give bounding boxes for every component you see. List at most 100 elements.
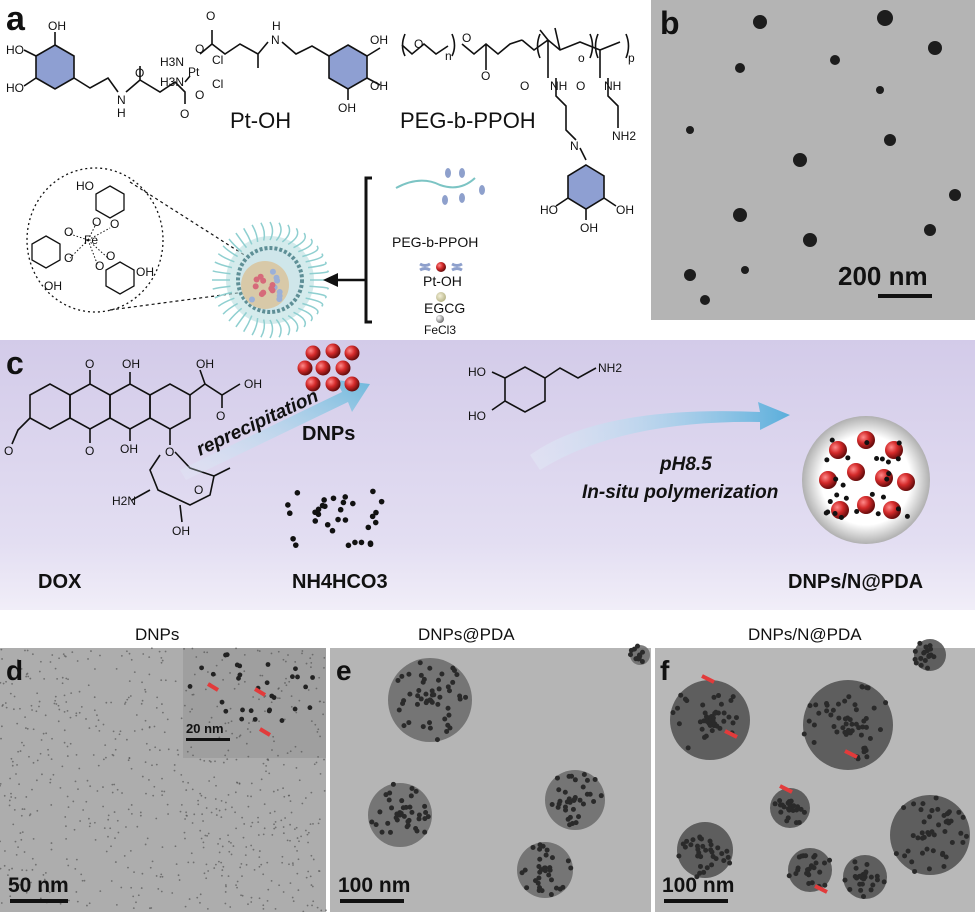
grain	[105, 701, 108, 704]
grain	[311, 653, 314, 656]
grain	[0, 737, 2, 740]
embedded-dnp	[716, 693, 722, 699]
grain	[20, 838, 23, 841]
grain	[160, 661, 163, 664]
grain	[277, 688, 280, 690]
grain	[291, 896, 294, 899]
grain	[281, 861, 284, 864]
grain	[161, 659, 164, 662]
grain	[221, 874, 223, 877]
grain	[185, 811, 188, 814]
embedded-dnp	[921, 819, 927, 825]
grain	[187, 781, 190, 784]
grain	[88, 825, 91, 828]
embedded-dnp	[524, 885, 530, 891]
embedded-dnp	[682, 696, 688, 702]
grain	[132, 907, 135, 910]
dnp-cluster-icon	[297, 343, 360, 392]
embedded-dnp	[958, 830, 964, 836]
grain	[173, 769, 176, 772]
nh4hco3-label: NH4HCO3	[292, 571, 388, 593]
nanoparticle	[199, 665, 204, 671]
grain	[284, 817, 287, 819]
grain	[323, 666, 325, 669]
atom-label: O	[195, 88, 204, 102]
grain	[313, 763, 316, 766]
nh4hco3-dot	[904, 513, 910, 519]
embedded-dnp	[418, 672, 424, 678]
grain	[270, 880, 273, 882]
dnp-sphere	[885, 441, 903, 459]
grain	[102, 723, 105, 726]
grain	[250, 901, 253, 903]
embedded-dnp	[682, 844, 688, 850]
nh4hco3-dot	[825, 509, 831, 515]
column-title-dnps: DNPs	[135, 625, 179, 644]
peg-chain	[228, 238, 243, 253]
nh4hco3-dot	[824, 457, 830, 463]
grain	[222, 678, 225, 681]
grain	[40, 739, 43, 741]
embedded-dnp	[942, 828, 948, 834]
panel-d-tem-image: d 20 nm 50 nm	[0, 647, 327, 912]
grain	[99, 890, 102, 893]
grain	[273, 827, 276, 830]
embedded-dnp	[387, 790, 393, 796]
nh4hco3-dot	[885, 459, 891, 465]
embedded-dnp	[414, 828, 420, 834]
embedded-dnp	[427, 725, 433, 731]
atom-label: NH2	[612, 129, 636, 143]
grain	[99, 654, 101, 657]
grain	[206, 834, 208, 837]
red-arrow-icon	[844, 749, 858, 759]
embedded-dnp	[401, 813, 407, 819]
peg-chain	[302, 302, 319, 315]
grain	[318, 676, 321, 679]
grain	[205, 863, 208, 866]
grain	[102, 805, 105, 808]
grain	[21, 831, 24, 834]
embedded-dnp	[801, 731, 807, 737]
grain	[19, 832, 22, 834]
grain	[277, 697, 279, 699]
embedded-dnp	[565, 858, 571, 864]
grain	[18, 783, 20, 786]
grain	[120, 654, 123, 657]
grain	[287, 794, 290, 797]
grain	[110, 880, 113, 882]
grain	[207, 870, 210, 872]
nanoparticle	[735, 63, 745, 73]
embedded-dnp	[842, 716, 848, 722]
grain	[183, 704, 186, 707]
nanoparticle	[187, 684, 193, 689]
grain	[224, 891, 227, 893]
compound-label-peg-b-ppoh: PEG-b-PPOH	[400, 108, 536, 133]
peg-chain	[212, 285, 231, 290]
grain	[243, 653, 246, 656]
grain	[318, 818, 321, 821]
grain	[319, 772, 322, 775]
nanoparticle	[210, 671, 216, 677]
embedded-dnp	[639, 659, 645, 665]
embedded-dnp	[868, 874, 874, 880]
grain	[240, 894, 242, 897]
grain	[103, 827, 106, 830]
embedded-dnp	[708, 847, 714, 853]
nanoparticle	[236, 675, 241, 681]
nanoparticle	[876, 86, 884, 94]
grain	[16, 764, 18, 766]
nh4hco3-dot	[337, 506, 344, 513]
atom-label: O	[576, 79, 585, 93]
grain	[290, 695, 293, 698]
grain	[274, 826, 277, 829]
grain	[137, 894, 140, 897]
dnp-sphere	[344, 376, 360, 392]
nanoparticle	[884, 134, 896, 146]
embedded-dnp	[420, 679, 426, 685]
embedded-dnp	[708, 842, 714, 848]
grain	[250, 844, 253, 847]
embedded-dnp	[940, 852, 946, 858]
embedded-dnp	[828, 712, 834, 718]
grain	[192, 861, 195, 864]
grain	[35, 710, 38, 713]
